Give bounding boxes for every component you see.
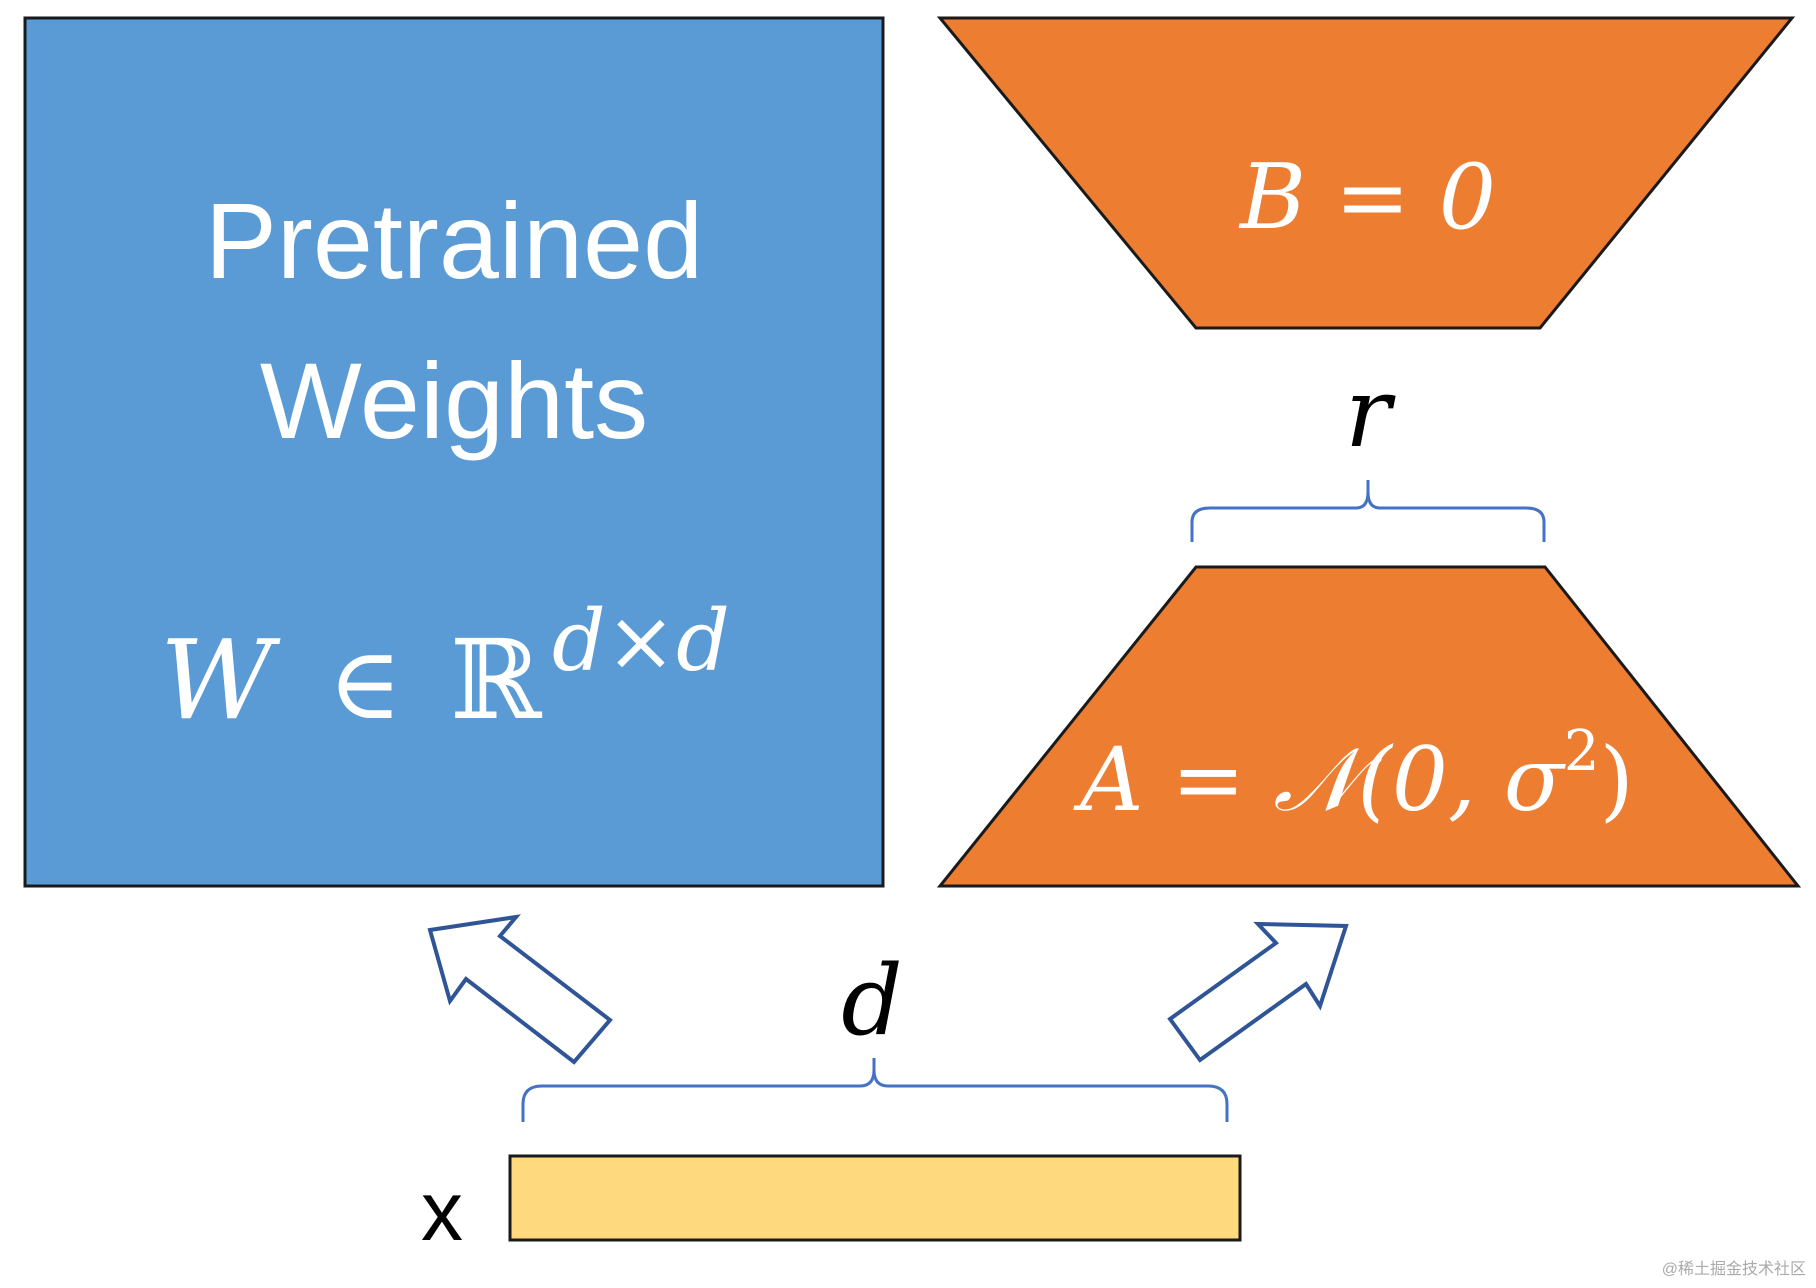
formula-w: W [160,616,281,744]
weights-title-line2: Weights [260,340,648,461]
watermark-text: @稀土掘金技术社区 [1662,1260,1806,1278]
formula-real-numbers: ℝ [450,616,542,744]
pretrained-weights-box [23,16,885,888]
arrow-to-weights [427,914,613,1065]
formula-exponent: d×d [552,592,730,690]
input-label: x [421,1164,463,1258]
rank-label: r [1345,357,1396,469]
dimension-bracket [521,1058,1229,1122]
matrix-a-label: A = 𝒩(0, σ2) [1073,719,1634,831]
matrix-a-label-group: A = 𝒩(0, σ2) [1073,719,1634,831]
input-vector-bar [508,1154,1242,1242]
formula-element-of: ∈ [328,625,402,742]
matrix-b-trapezoid [936,16,1796,330]
arrow-to-adapter [1167,921,1349,1063]
matrix-b-label: B = 0 [1238,145,1496,250]
weights-title-line1: Pretrained [205,180,703,301]
dimension-label: d [841,945,902,1057]
rank-bracket [1190,480,1546,542]
weights-formula: W ∈ ℝ d×d [160,592,730,744]
matrix-a-trapezoid [936,565,1802,888]
